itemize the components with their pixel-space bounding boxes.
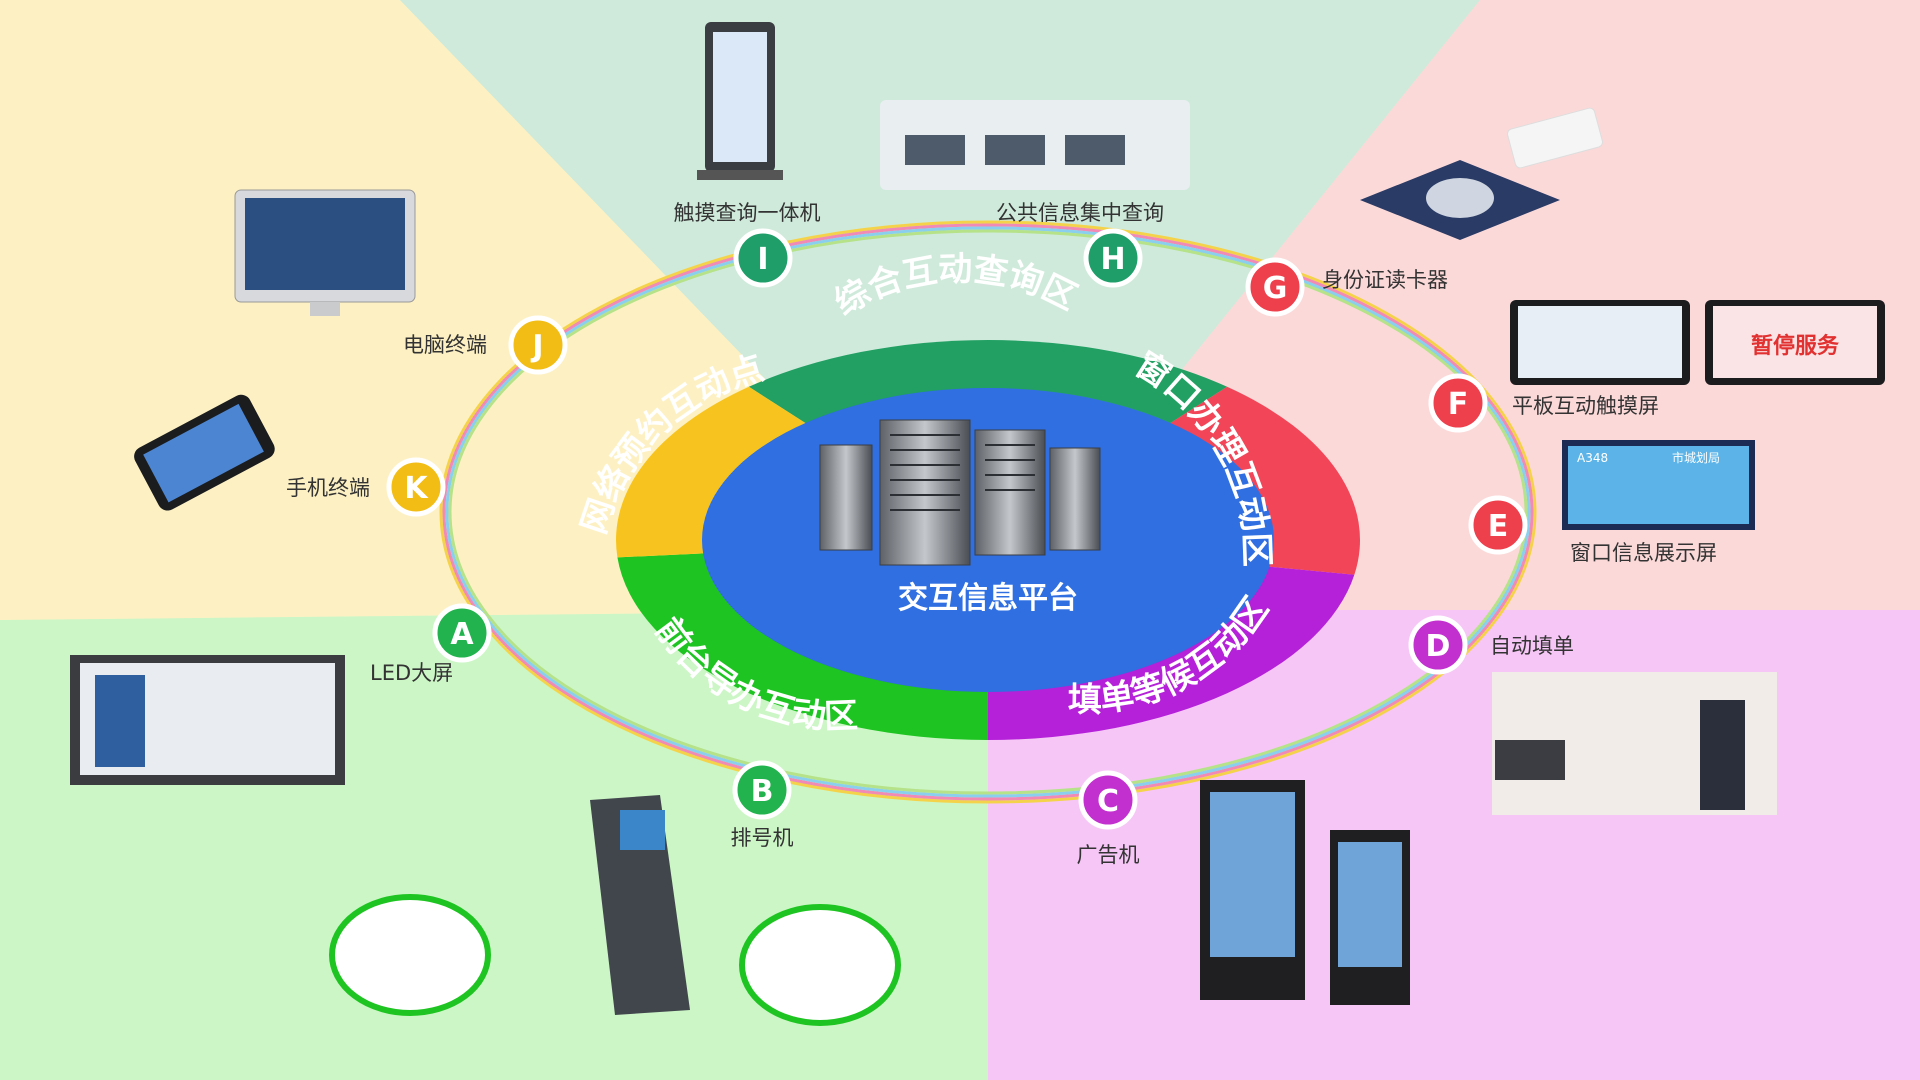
node-b: B 排号机 (731, 760, 794, 850)
node-label: 平板互动触摸屏 (1512, 394, 1659, 418)
node-label: 窗口信息展示屏 (1570, 541, 1717, 565)
node-letter: I (757, 242, 768, 277)
window-display-code: A348 (1577, 451, 1608, 465)
public-query-room-illustration (880, 100, 1190, 190)
node-circle (733, 228, 793, 288)
node-circle (1245, 257, 1305, 317)
outer-ring (439, 220, 1537, 804)
node-circle (1428, 373, 1488, 433)
node-label: 手机终端 (286, 476, 370, 500)
smartphone-illustration (134, 394, 275, 511)
node-letter: A (450, 617, 474, 652)
node-layer: A LED大屏 B 排号机 C 广告机 D 自动填单 E 窗口信息展示屏 F 平板互动触摸屏 G 身份证读… (286, 201, 1717, 867)
node-circle (1468, 495, 1528, 555)
node-circle (1408, 615, 1468, 675)
led-screen-illustration (70, 655, 345, 785)
node-i: I 触摸查询一体机 (674, 201, 821, 288)
node-label: 广告机 (1077, 843, 1140, 867)
tablet-screens-illustration: 暂停服务 (1510, 300, 1885, 385)
node-a: A LED大屏 (370, 603, 492, 685)
node-j: J 电脑终端 (403, 315, 568, 375)
node-letter: H (1100, 242, 1125, 277)
node-label: 公共信息集中查询 (996, 201, 1164, 225)
node-letter: B (751, 774, 774, 809)
window-display-illustration: A348 市城划局 (1562, 440, 1755, 530)
auto-fill-photo-illustration (1492, 672, 1777, 815)
node-label: 自动填单 (1490, 634, 1574, 658)
node-label: LED大屏 (370, 661, 453, 685)
node-letter: F (1448, 387, 1469, 422)
ad-machine-illustration (1200, 780, 1410, 1005)
node-letter: J (530, 329, 543, 364)
node-c: C 广告机 (1077, 770, 1140, 867)
node-label: 排号机 (731, 826, 794, 850)
node-d: D 自动填单 (1408, 615, 1574, 675)
node-circle (508, 315, 568, 375)
window-display-title: 市城划局 (1672, 450, 1720, 465)
node-h: H 公共信息集中查询 (996, 201, 1164, 288)
node-label: 触摸查询一体机 (674, 201, 821, 225)
node-letter: D (1426, 629, 1451, 664)
node-circle (732, 760, 792, 820)
node-e: E 窗口信息展示屏 (1468, 495, 1717, 565)
node-label: 身份证读卡器 (1322, 268, 1448, 292)
id-card-reader-illustration (1360, 107, 1604, 240)
queue-machine-illustration (329, 795, 901, 1026)
center-title: 交互信息平台 (898, 581, 1078, 616)
node-f: F 平板互动触摸屏 (1428, 373, 1659, 433)
server-rack-icon (819, 419, 1101, 566)
node-circle (1083, 228, 1143, 288)
node-circle (432, 603, 492, 663)
node-g: G 身份证读卡器 (1245, 257, 1448, 317)
node-label: 电脑终端 (403, 333, 487, 357)
node-k: K 手机终端 (286, 457, 446, 517)
tablet-paused-text: 暂停服务 (1751, 333, 1840, 359)
node-letter: E (1488, 509, 1509, 544)
desktop-computer-illustration (234, 189, 416, 316)
node-letter: G (1263, 271, 1288, 306)
touch-kiosk-illustration (697, 22, 783, 180)
node-letter: C (1097, 784, 1119, 819)
node-circle (1078, 770, 1138, 830)
background-top (400, 0, 1480, 610)
node-circle (386, 457, 446, 517)
node-letter: K (404, 471, 429, 506)
